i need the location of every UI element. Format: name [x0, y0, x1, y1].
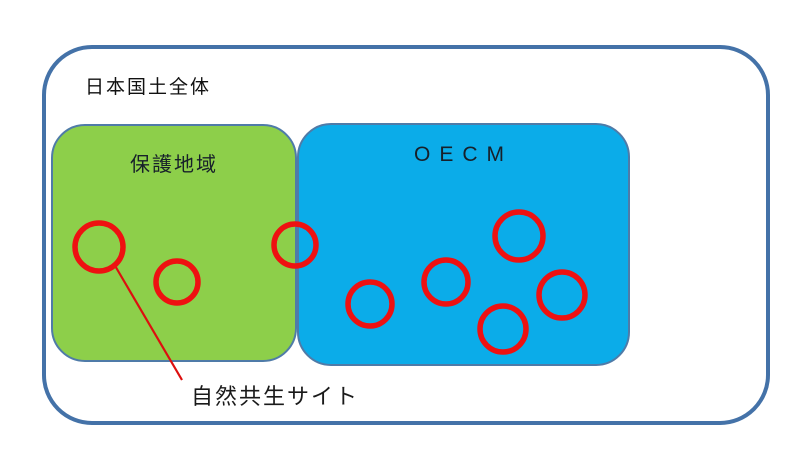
region-protected-area: 保護地域: [51, 124, 297, 362]
japan-boundary-label: 日本国土全体: [85, 77, 212, 98]
oecm-label: OECM: [414, 143, 513, 166]
protected-area-label: 保護地域: [130, 154, 218, 176]
region-oecm: OECM: [297, 123, 630, 366]
callout-label: 自然共生サイト: [191, 384, 360, 409]
